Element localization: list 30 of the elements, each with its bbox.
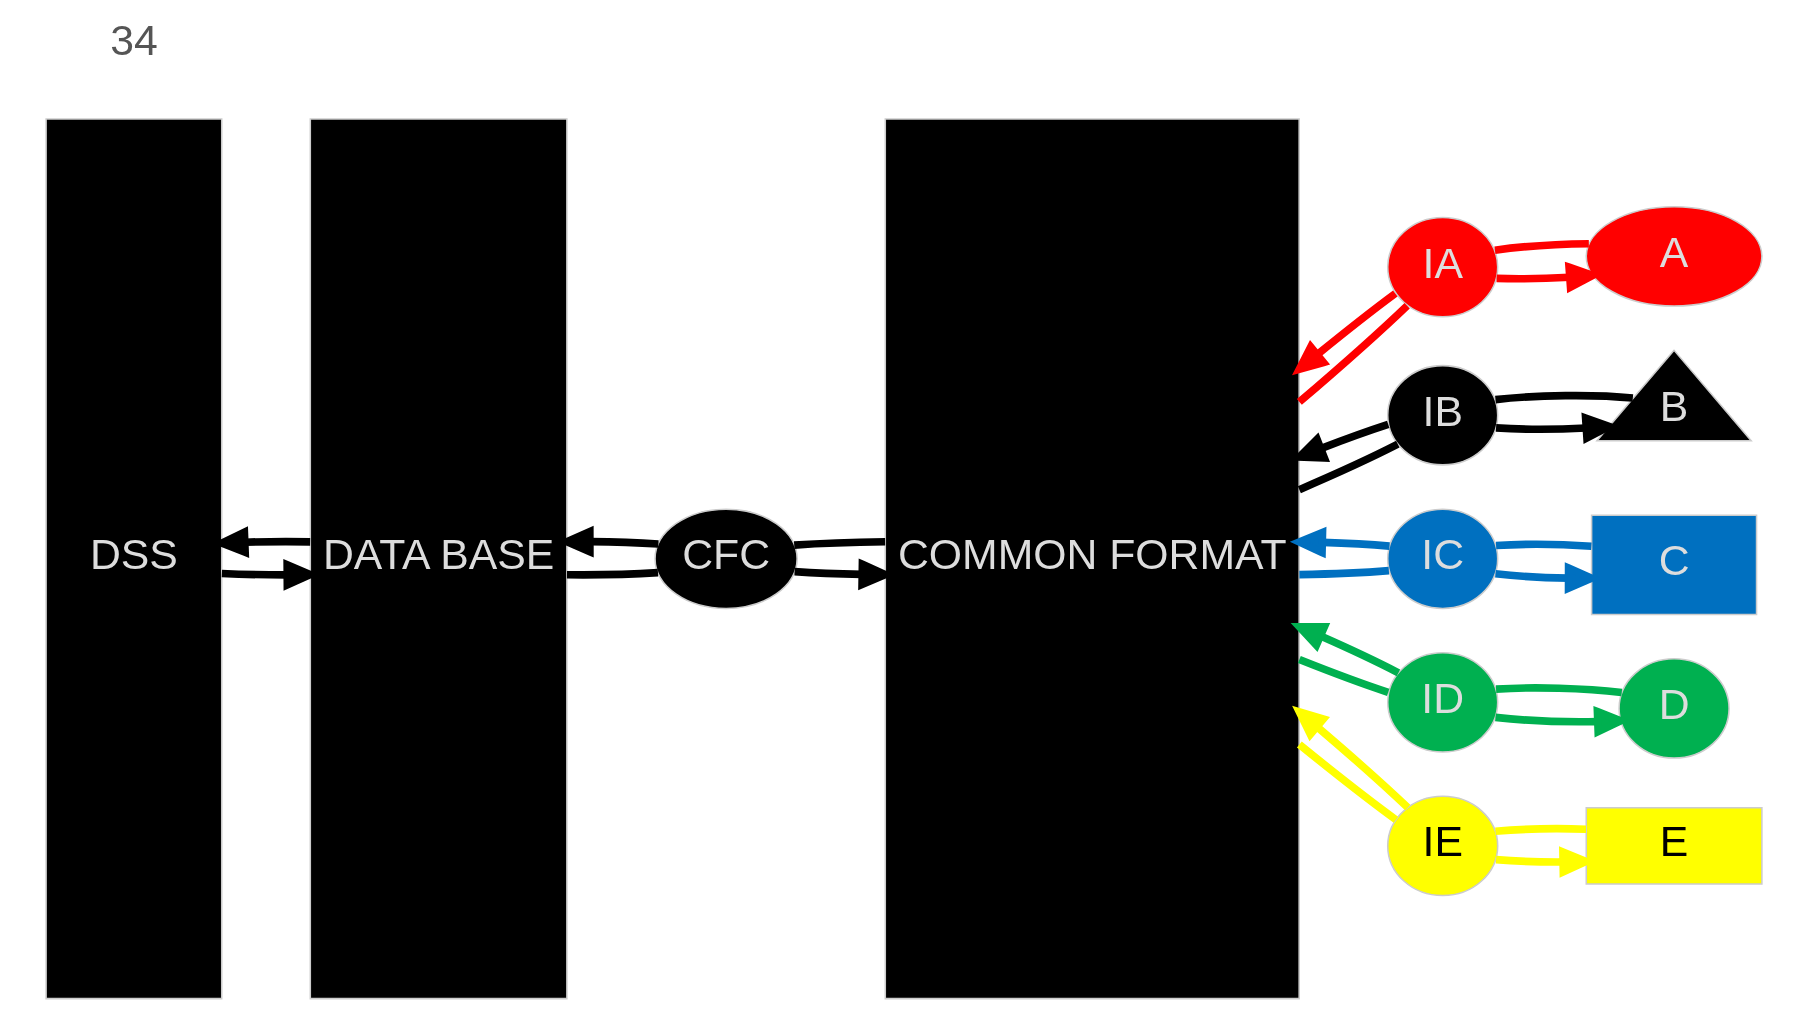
arrow bbox=[1290, 622, 1401, 677]
node-box: E bbox=[1585, 806, 1763, 885]
node-box: DSS bbox=[45, 118, 223, 1000]
connector bbox=[1297, 656, 1390, 696]
arrow bbox=[1292, 290, 1398, 376]
node-circle: IC bbox=[1386, 508, 1499, 610]
node-box: DATA BASE bbox=[309, 118, 568, 1000]
node-circle: IE bbox=[1386, 795, 1499, 897]
connector bbox=[1494, 239, 1589, 254]
connector bbox=[1297, 440, 1400, 494]
connector bbox=[1495, 824, 1587, 836]
node-box: COMMON FORMAT bbox=[884, 118, 1300, 1000]
arrow bbox=[1289, 526, 1390, 559]
connector bbox=[1296, 741, 1399, 823]
node-circle: ID bbox=[1386, 651, 1499, 753]
node-ellipse: CFC bbox=[654, 508, 798, 610]
label: 34 bbox=[110, 15, 158, 64]
node-box: C bbox=[1590, 514, 1758, 616]
connector bbox=[1495, 540, 1592, 551]
node-circle: IA bbox=[1386, 216, 1499, 318]
connector bbox=[1495, 684, 1623, 697]
node-ellipse: A bbox=[1585, 206, 1763, 307]
connector bbox=[1296, 302, 1410, 405]
node-circle: D bbox=[1618, 658, 1730, 759]
connector bbox=[793, 537, 886, 549]
connector bbox=[1495, 391, 1634, 404]
connector bbox=[1299, 566, 1390, 579]
connector bbox=[566, 568, 659, 579]
node-circle: IB bbox=[1386, 364, 1499, 466]
arrow bbox=[1292, 705, 1411, 811]
